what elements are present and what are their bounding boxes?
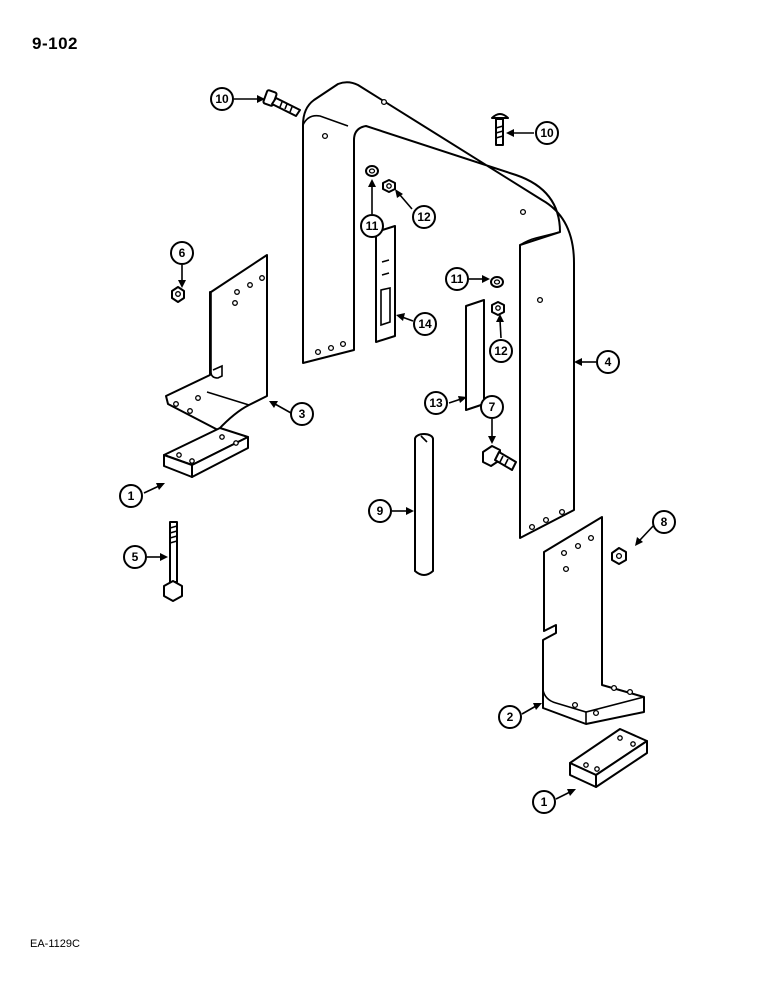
leader-lines [143,95,656,800]
callout-6: 6 [170,241,194,265]
callout-10-top-left: 10 [210,87,234,111]
decal-14 [375,225,396,343]
callout-label: 12 [417,210,431,224]
callout-10-top-right: 10 [535,121,559,145]
nut-8 [611,547,627,565]
callout-label: 11 [451,272,464,286]
callout-8: 8 [652,510,676,534]
callout-label: 6 [179,246,186,260]
callout-label: 3 [299,407,306,421]
washer-11-upper [365,165,379,177]
callout-1-upper: 1 [119,484,143,508]
plate-1-upper [163,427,249,478]
nut-12-lower [491,301,505,316]
callout-label: 1 [541,795,548,809]
callout-12-upper: 12 [412,205,436,229]
callout-7: 7 [480,395,504,419]
callout-label: 5 [132,550,139,564]
callout-label: 10 [540,126,554,140]
bolt-10-top-left [262,89,301,117]
callout-label: 4 [605,355,612,369]
callout-label: 1 [128,489,135,503]
callout-label: 9 [377,504,384,518]
strip-13 [465,299,485,411]
washer-11-lower [490,276,504,288]
callout-13: 13 [424,391,448,415]
figure-code: EA-1129C [30,938,80,950]
u-frame-part [302,81,575,539]
nut-6 [171,286,185,303]
callout-9: 9 [368,499,392,523]
plate-1-lower [569,728,648,788]
callout-3: 3 [290,402,314,426]
callout-4: 4 [596,350,620,374]
callout-label: 7 [489,400,496,414]
page-number: 9-102 [32,34,78,53]
bolt-7 [482,445,517,471]
callout-label: 2 [507,710,514,724]
callout-12-lower: 12 [489,339,513,363]
shaft-9 [414,433,434,576]
callout-label: 12 [494,344,508,358]
callout-1-lower: 1 [532,790,556,814]
callout-label: 13 [429,396,443,410]
callout-label: 11 [366,219,379,233]
callout-label: 10 [215,92,229,106]
bolt-10-top-right [491,113,509,146]
callout-label: 14 [418,317,432,331]
bracket-2 [542,516,645,725]
callout-14: 14 [413,312,437,336]
callout-11-lower: 11 [445,267,469,291]
bolt-5 [163,521,183,602]
nut-12-upper [382,179,396,193]
callout-5: 5 [123,545,147,569]
callout-label: 8 [661,515,668,529]
bracket-3 [165,254,268,431]
callout-11-upper: 11 [360,214,384,238]
callout-2: 2 [498,705,522,729]
